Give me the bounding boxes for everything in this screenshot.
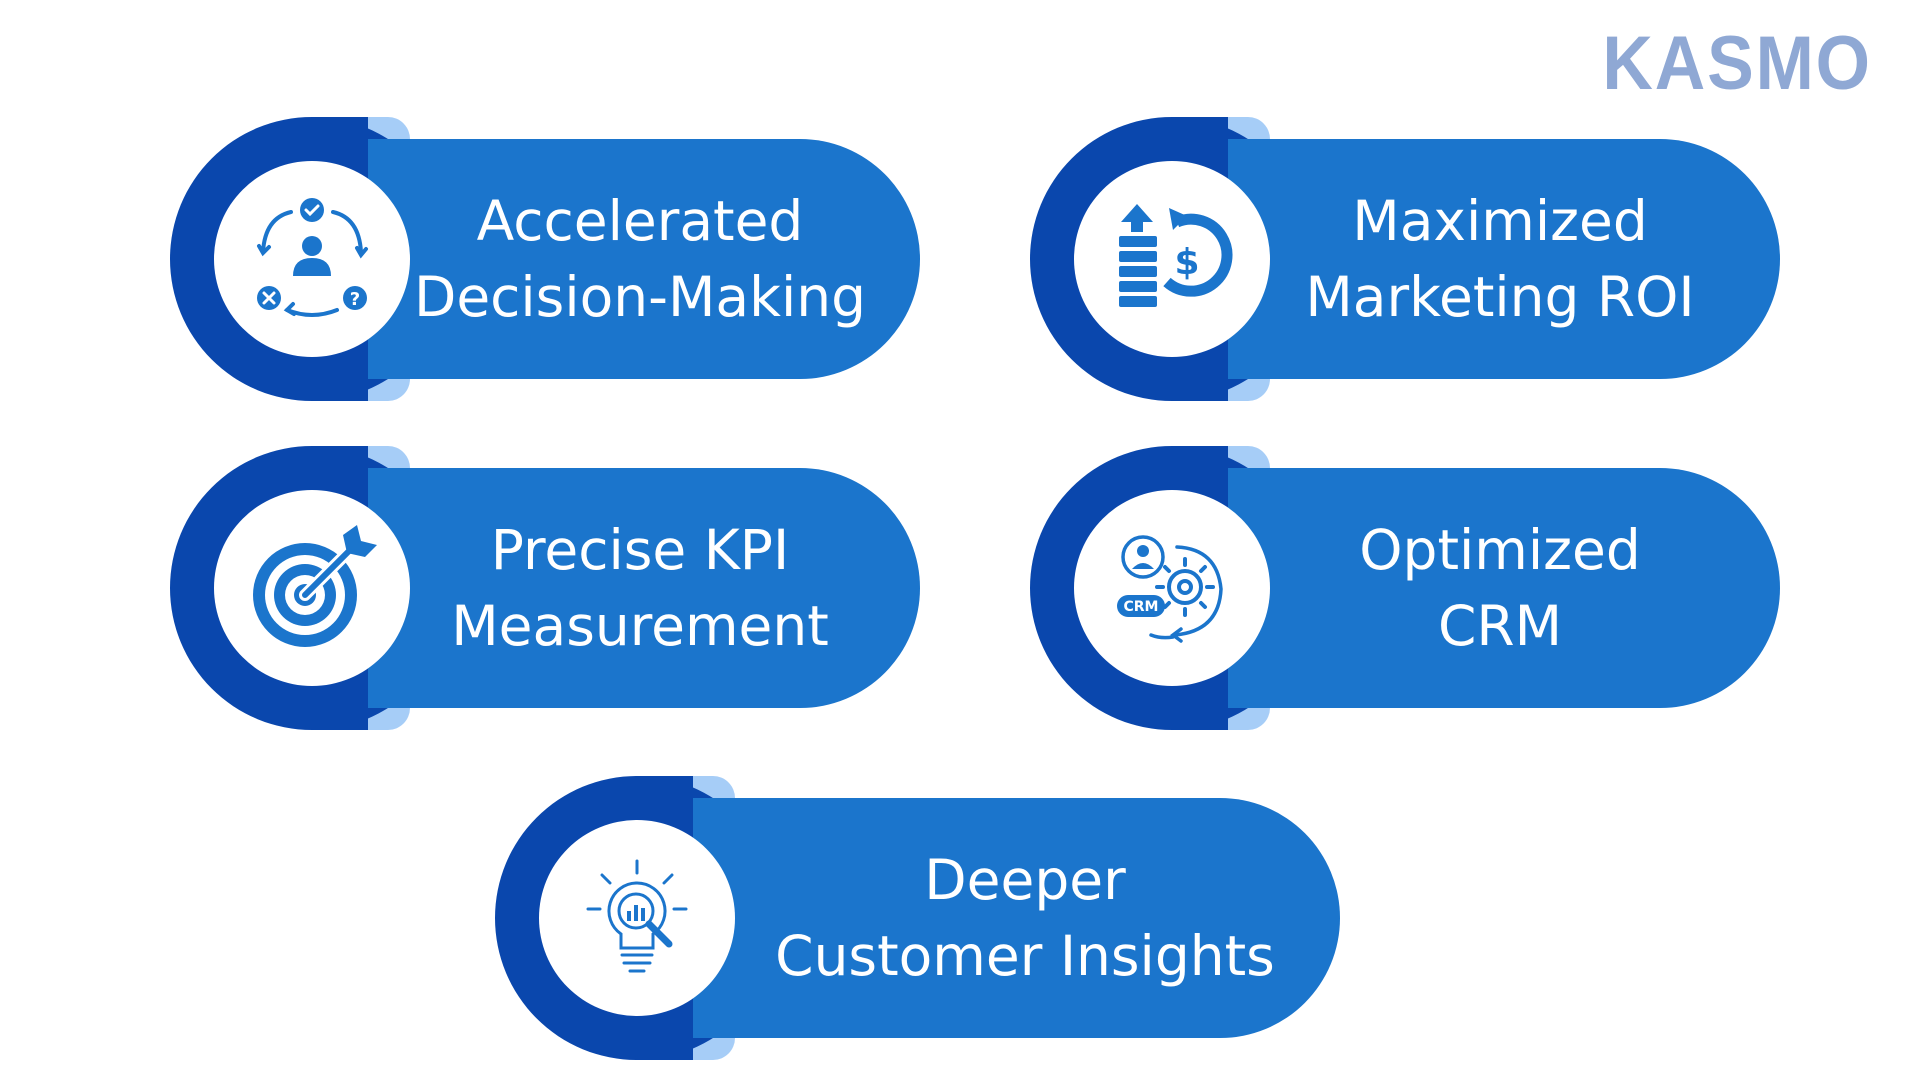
target-icon: [253, 525, 377, 647]
label-line-1: Precise KPI: [490, 518, 790, 582]
kasmo-logo: KASMO: [1602, 21, 1872, 106]
svg-text:$: $: [1174, 242, 1199, 283]
label-line-1: Deeper: [924, 848, 1126, 912]
roi-growth-icon: $: [1119, 204, 1233, 307]
label-line-2: Measurement: [451, 594, 829, 658]
card-label: Precise KPI Measurement: [410, 468, 870, 708]
label-line-2: Marketing ROI: [1305, 265, 1695, 329]
label-line-1: Accelerated: [476, 189, 804, 253]
svg-text:?: ?: [350, 289, 360, 310]
decision-cycle-icon: ?: [257, 198, 368, 317]
card-pill: [693, 798, 1340, 1038]
icon-circle: [539, 820, 735, 1016]
card-label: Optimized CRM: [1270, 468, 1730, 708]
card-accelerated-decision-making: ? Accelerated Decision-Making: [170, 117, 920, 401]
card-deeper-customer-insights: Deeper Customer Insights: [495, 776, 1340, 1060]
icon-circle: [214, 490, 410, 686]
card-label: Deeper Customer Insights: [735, 798, 1315, 1038]
lightbulb-insight-icon: [586, 859, 688, 973]
crm-gear-icon: CRM: [1117, 535, 1223, 643]
label-line-2: Decision-Making: [413, 265, 867, 329]
label-line-2: CRM: [1437, 594, 1563, 658]
icon-circle: ?: [214, 161, 410, 357]
card-label: Accelerated Decision-Making: [410, 139, 870, 379]
icon-circle: CRM: [1074, 490, 1270, 686]
label-line-1: Maximized: [1352, 189, 1648, 253]
card-pill: [368, 139, 920, 379]
svg-text:CRM: CRM: [1124, 599, 1159, 615]
card-maximized-marketing-roi: $ Maximized Marketing ROI: [1030, 117, 1780, 401]
label-line-1: Optimized: [1359, 518, 1641, 582]
card-optimized-crm: CRM Optimized CRM: [1030, 446, 1780, 730]
card-precise-kpi-measurement: Precise KPI Measurement: [170, 446, 920, 730]
card-pill: [368, 468, 920, 708]
icon-circle: $: [1074, 161, 1270, 357]
card-pill: [1228, 139, 1780, 379]
card-pill: [1228, 468, 1780, 708]
label-line-2: Customer Insights: [775, 924, 1275, 988]
card-label: Maximized Marketing ROI: [1270, 139, 1730, 379]
